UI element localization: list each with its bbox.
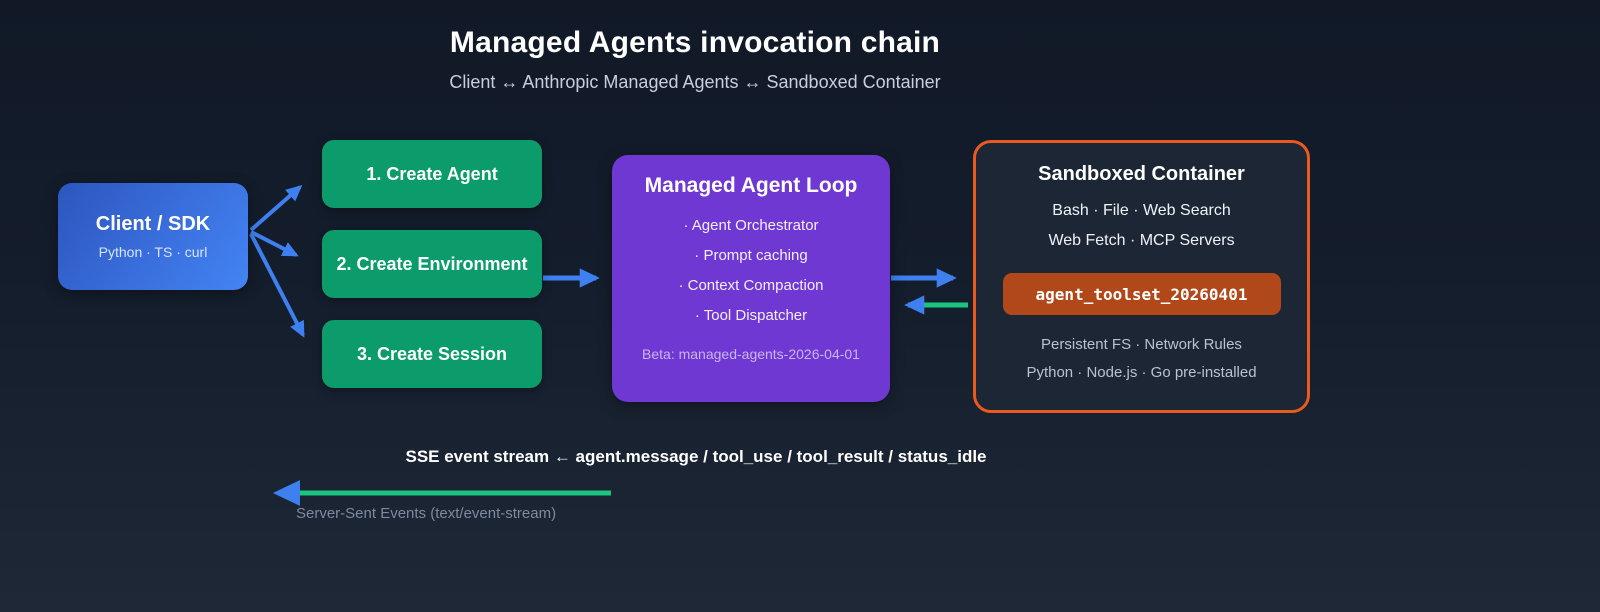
loop-beta-version: Beta: managed-agents-2026-04-01 (642, 346, 860, 362)
loop-items: · Agent Orchestrator · Prompt caching · … (612, 211, 890, 331)
step-create-session: 3. Create Session (322, 320, 542, 388)
loop-item-prompt-caching: · Prompt caching (694, 247, 808, 264)
step-create-agent: 1. Create Agent (322, 140, 542, 208)
arrow-client-to-create-session (249, 233, 305, 338)
client-sdk-languages: Python · TS · curl (98, 244, 208, 260)
sandbox-specs-line2: Python · Node.js · Go pre-installed (1026, 364, 1257, 381)
sse-event-stream-label: SSE event stream ← agent.message / tool_… (405, 447, 987, 466)
client-sdk-title: Client / SDK (95, 213, 211, 235)
sandbox-tools-line2: Web Fetch · MCP Servers (1048, 232, 1235, 249)
managed-agent-loop-box: Managed Agent Loop · Agent Orchestrator … (612, 155, 890, 402)
sandboxed-container-box: Sandboxed Container Bash · File · Web Se… (973, 140, 1310, 413)
toolset-badge: agent_toolset_20260401 (1002, 273, 1281, 315)
arrow-client-to-create-environment (250, 230, 299, 257)
page-subtitle: Client ↔ Anthropic Managed Agents ↔ Sand… (449, 72, 941, 92)
sandbox-tools: Bash · File · Web Search Web Fetch · MCP… (976, 196, 1307, 256)
diagram-header: Managed Agents invocation chain Client ↔… (0, 26, 1390, 93)
sse-caption: Server-Sent Events (text/event-stream) (296, 505, 557, 522)
arrow-client-to-create-agent (249, 184, 303, 232)
page-title: Managed Agents invocation chain (449, 26, 941, 59)
loop-title: Managed Agent Loop (644, 174, 858, 197)
sandbox-specs-line1: Persistent FS · Network Rules (1041, 336, 1242, 353)
sandbox-specs: Persistent FS · Network Rules Python · N… (976, 331, 1307, 387)
loop-item-tool-dispatcher: · Tool Dispatcher (694, 307, 808, 324)
loop-item-context-compaction: · Context Compaction (678, 277, 824, 294)
loop-item-orchestrator: · Agent Orchestrator (683, 217, 819, 234)
sandbox-tools-line1: Bash · File · Web Search (1052, 202, 1231, 219)
sandbox-title: Sandboxed Container (1038, 163, 1245, 185)
step-create-environment: 2. Create Environment (322, 230, 542, 298)
client-sdk-box: Client / SDK Python · TS · curl (58, 183, 248, 290)
